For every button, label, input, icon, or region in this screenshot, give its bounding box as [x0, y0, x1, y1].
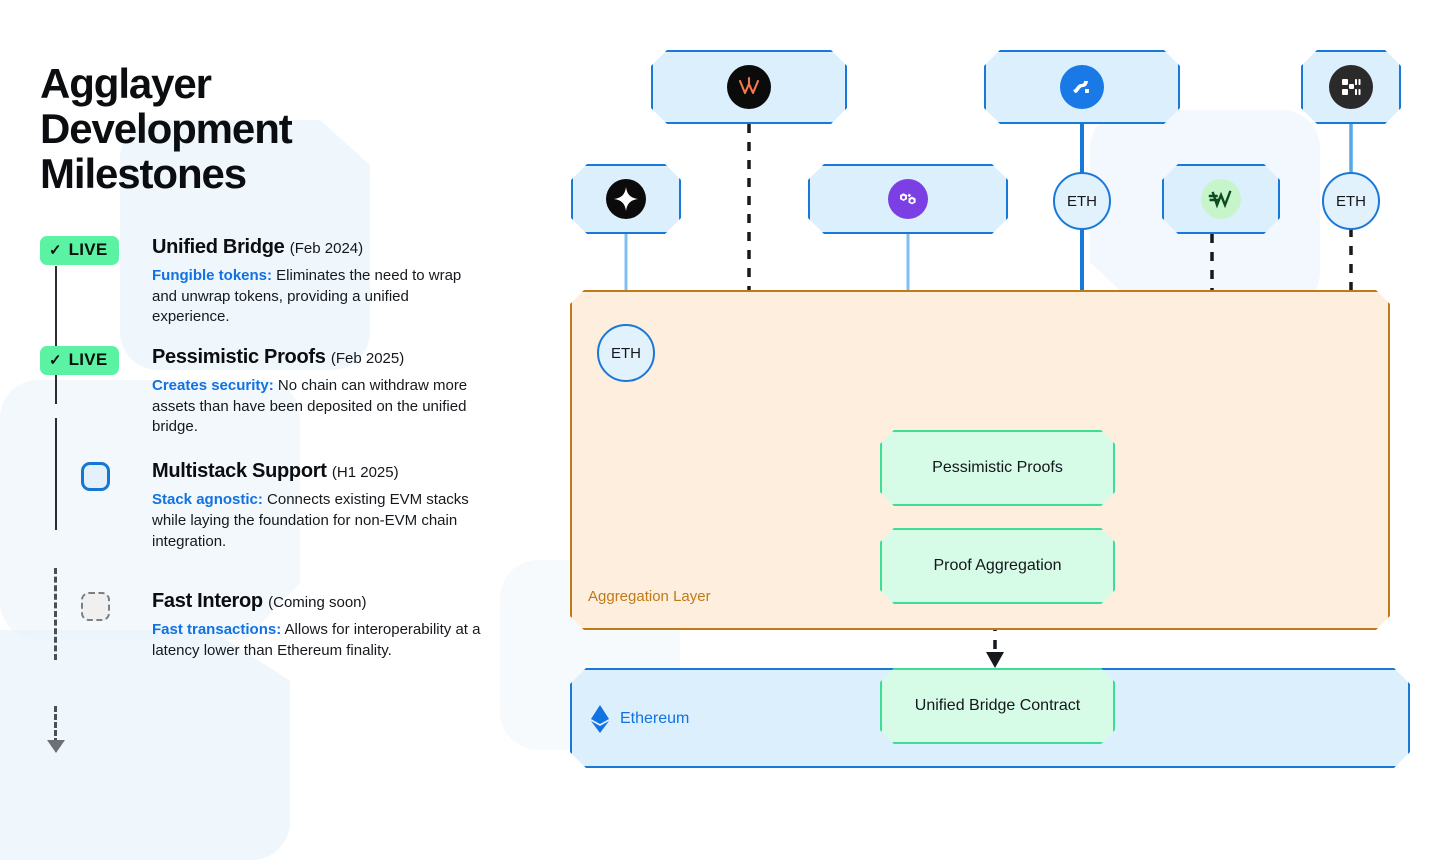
unified-bridge-contract-label: Unified Bridge Contract: [914, 697, 1081, 714]
pessimistic-proofs-box[interactable]: Pessimistic Proofs: [880, 430, 1115, 506]
milestone-description-body: Eliminates the need to wrap and unwrap t…: [152, 267, 462, 326]
eth-chip-label: ETH: [611, 344, 641, 362]
chain-card-checkerboard[interactable]: [1301, 50, 1401, 124]
status-badge-label: LIVE: [68, 240, 108, 259]
title-line-2: Development: [40, 105, 293, 153]
arrowhead-icon: [986, 652, 1004, 668]
wormhole-w-logo-icon: [727, 65, 771, 109]
milestone-description: Fungible tokens: Eliminates the need to …: [152, 266, 488, 328]
milestone-description-body: Allows for interoperability at a latency…: [152, 621, 481, 659]
milestone-item-unified-bridge[interactable]: ✓ LIVE Unified Bridge (Feb 2024) Fungibl…: [40, 236, 500, 328]
proof-aggregation-label: Proof Aggregation: [933, 557, 1062, 574]
milestone-description: Stack agnostic: Connects existing EVM st…: [152, 490, 488, 552]
milestone-title: Pessimistic Proofs (Feb 2025): [152, 346, 500, 369]
eth-chip-label: ETH: [1067, 192, 1097, 210]
status-badge-label: LIVE: [68, 350, 108, 370]
milestone-description-lead: Fungible tokens:: [152, 267, 272, 284]
timeline-connector-dashed: [54, 706, 57, 744]
page-title: Agglayer Development Milestones: [40, 60, 460, 197]
timeline-connector-solid: [55, 418, 57, 530]
architecture-diagram: ETH ETH ETH Aggregation Layer Pessimisti…: [520, 0, 1456, 819]
milestone-date: (H1 2025): [331, 464, 399, 482]
blue-swoosh-logo-icon: [1060, 65, 1104, 109]
check-icon: ✓: [49, 351, 62, 369]
milestone-title-text: Fast Interop: [152, 590, 263, 613]
ethereum-diamond-icon: [591, 705, 609, 733]
eth-chip-top-right[interactable]: ETH: [1322, 172, 1380, 230]
chain-card-wormhole[interactable]: [651, 50, 847, 124]
milestone-description: Creates security: No chain can withdraw …: [152, 376, 488, 438]
milestone-description-body: No chain can withdraw more assets than h…: [152, 377, 468, 436]
milestone-date: (Feb 2024): [289, 240, 364, 257]
milestone-description-lead: Fast transactions:: [152, 621, 282, 639]
background-blob: [0, 630, 290, 860]
milestone-description-body: Connects existing EVM stacks while layin…: [152, 491, 469, 550]
title-line-1: Agglayer: [40, 60, 212, 108]
unified-bridge-contract-box[interactable]: Unified Bridge Contract: [880, 668, 1115, 744]
milestone-date: (Feb 2025): [330, 350, 405, 368]
dashed-square-node-icon: [81, 592, 110, 622]
chain-card-green-w[interactable]: [1162, 164, 1280, 234]
milestone-title-text: Multistack Support: [152, 460, 327, 483]
milestone-description: Fast transactions: Allows for interopera…: [152, 620, 488, 661]
polygon-logo-icon: [888, 179, 928, 219]
milestone-title: Unified Bridge (Feb 2024): [152, 236, 500, 259]
timeline-connector-dashed: [54, 568, 57, 660]
milestone-title-text: Unified Bridge: [152, 236, 285, 258]
milestone-item-multistack-support[interactable]: Multistack Support (H1 2025) Stack agnos…: [40, 460, 500, 552]
milestone-title: Fast Interop (Coming soon): [152, 590, 500, 613]
milestone-description-lead: Stack agnostic:: [152, 491, 263, 509]
black-sparkle-star-logo-icon: [606, 179, 646, 219]
eth-chip-top-middle[interactable]: ETH: [1053, 172, 1111, 230]
aggregation-layer-label: Aggregation Layer: [588, 588, 711, 605]
open-square-node-icon: [81, 462, 110, 492]
milestone-item-pessimistic-proofs[interactable]: ✓ LIVE Pessimistic Proofs (Feb 2025) Cre…: [40, 346, 500, 438]
proof-aggregation-box[interactable]: Proof Aggregation: [880, 528, 1115, 604]
title-line-3: Milestones: [40, 150, 247, 197]
dark-checkerboard-logo-icon: [1329, 65, 1373, 109]
timeline-connector-solid: [55, 266, 57, 404]
check-icon: ✓: [49, 241, 62, 259]
chain-card-swoosh[interactable]: [984, 50, 1180, 124]
milestone-date: (Coming soon): [268, 594, 367, 612]
eth-chip-label: ETH: [1336, 192, 1366, 210]
ethereum-chain-name: Ethereum: [620, 710, 690, 727]
status-badge: ✓ LIVE: [40, 346, 119, 376]
milestone-title-text: Pessimistic Proofs: [152, 346, 326, 369]
timeline-arrow-icon: [47, 740, 65, 753]
chain-card-polygon[interactable]: [808, 164, 1008, 234]
milestone-description-lead: Creates security:: [152, 377, 274, 395]
ethereum-chain-tag: Ethereum: [590, 705, 689, 733]
milestone-item-fast-interop[interactable]: Fast Interop (Coming soon) Fast transact…: [40, 590, 500, 661]
pessimistic-proofs-label: Pessimistic Proofs: [932, 459, 1063, 476]
chain-card-sparkle[interactable]: [571, 164, 681, 234]
eth-chip-aggregation[interactable]: ETH: [597, 324, 655, 382]
green-w-logo-icon: [1201, 179, 1241, 219]
status-badge: ✓ LIVE: [40, 236, 119, 265]
milestone-title: Multistack Support (H1 2025): [152, 460, 500, 483]
milestone-timeline: ✓ LIVE Unified Bridge (Feb 2024) Fungibl…: [40, 236, 500, 662]
